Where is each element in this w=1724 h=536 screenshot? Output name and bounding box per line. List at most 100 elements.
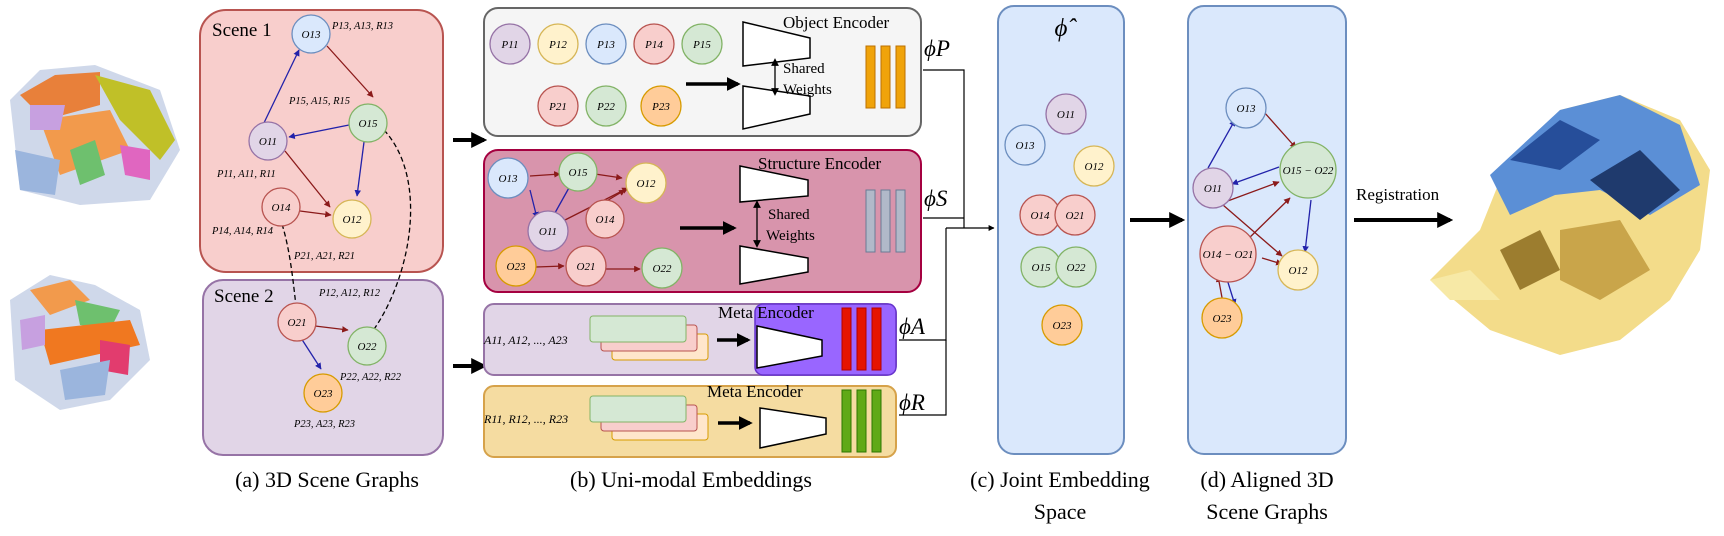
joint-embedding-nodes: O11 O13 O12 O14 O21 O15 O22 O23 (1004, 93, 1115, 346)
meta-r-feature-cards (589, 395, 709, 441)
graph-node: O14 (1019, 194, 1061, 236)
edge-label: P15, A15, R15 (288, 96, 350, 107)
structure-graph-nodes: O13 O15 O12 O11 O14 O23 O21 O22 (487, 152, 683, 289)
shared-weights-label: Weights (783, 82, 832, 98)
graph-node: O23 (1041, 304, 1083, 346)
graph-node: P11 (489, 23, 531, 65)
edge-label: P11, A11, R11 (216, 169, 276, 180)
meta-encoder-a-title: Meta Encoder (718, 303, 814, 322)
svg-text:O22: O22 (1067, 262, 1086, 274)
graph-node: O21 (277, 302, 317, 342)
svg-text:O14: O14 (1031, 210, 1050, 222)
graph-node: O15 (348, 103, 388, 143)
meta-encoder-r-input: R11, R12, ..., R23 (483, 412, 568, 426)
svg-text:O23: O23 (1053, 320, 1072, 332)
scene2-edge-labels: P12, A12, R12 P22, A22, R22 P23, A23, R2… (293, 288, 402, 430)
encoder-trapezoid (742, 21, 811, 67)
graph-node: O11 (248, 121, 288, 161)
graph-node: P21 (537, 85, 579, 127)
encoder-trapezoid (739, 245, 809, 285)
scene2-box (202, 279, 444, 456)
caption-d-line1: (d) Aligned 3D (1200, 467, 1333, 492)
object-embedding-bars (865, 45, 906, 109)
registered-point-cloud-image (1430, 95, 1710, 355)
meta-encoder-r-title: Meta Encoder (707, 382, 803, 401)
graph-node: O14 (261, 187, 301, 227)
caption-b: (b) Uni-modal Embeddings (570, 467, 812, 492)
svg-text:P22: P22 (596, 101, 615, 113)
svg-text:O14: O14 (596, 214, 615, 226)
svg-text:P15: P15 (692, 39, 711, 51)
svg-text:O14: O14 (272, 202, 291, 214)
graph-node: O12 (625, 162, 667, 204)
svg-text:O22: O22 (358, 341, 377, 353)
graph-node: O12 (1073, 145, 1115, 187)
graph-node: O13 (1004, 124, 1046, 166)
graph-node: O15 − O22 (1279, 141, 1337, 199)
edge-label: P13, A13, R13 (331, 21, 393, 32)
structure-embedding-label: ϕS (924, 186, 948, 211)
edge-label: P21, A21, R21 (293, 251, 355, 262)
meta-r-embedding-label: ϕR (899, 390, 925, 415)
svg-text:P12: P12 (548, 39, 567, 51)
graph-node: O13 (291, 14, 331, 54)
svg-text:P14: P14 (644, 39, 663, 51)
object-embedding-label: ϕP (924, 36, 950, 61)
graph-node: O22 (641, 247, 683, 289)
graph-node: O23 (495, 245, 537, 287)
meta-r-embedding-bars (841, 389, 882, 453)
svg-text:O15: O15 (569, 167, 588, 179)
scene1-point-cloud-image (10, 65, 180, 205)
caption-a: (a) 3D Scene Graphs (235, 467, 419, 492)
svg-text:O12: O12 (343, 214, 362, 226)
caption-c-line2: Space (1034, 499, 1087, 524)
graph-node: O23 (303, 373, 343, 413)
edge-label: P23, A23, R23 (293, 419, 355, 430)
svg-text:P11: P11 (501, 39, 519, 51)
registration-label: Registration (1356, 185, 1440, 204)
svg-text:P13: P13 (596, 39, 615, 51)
caption-c-line1: (c) Joint Embedding (970, 467, 1150, 492)
graph-node: O23 (1201, 297, 1243, 339)
edge-label: P12, A12, R12 (318, 288, 381, 299)
encoder-trapezoid (756, 325, 823, 369)
svg-text:O13: O13 (1016, 140, 1035, 152)
shared-weights-label: Shared (783, 61, 825, 77)
graph-node: O21 (1054, 194, 1096, 236)
graph-node: O11 (1192, 167, 1234, 209)
scene2-point-cloud-image (10, 275, 150, 410)
svg-text:O15: O15 (1032, 262, 1051, 274)
svg-text:O13: O13 (499, 173, 518, 185)
scene1-box (199, 9, 444, 273)
svg-text:O22: O22 (653, 263, 672, 275)
caption-d-line2: Scene Graphs (1206, 499, 1328, 524)
svg-text:O21: O21 (1066, 210, 1085, 222)
encoder-trapezoid (759, 407, 827, 449)
aligned-graphs-box (1187, 5, 1347, 455)
svg-text:O11: O11 (539, 226, 557, 238)
svg-text:O21: O21 (288, 317, 307, 329)
svg-text:P23: P23 (651, 101, 670, 113)
graph-node: O13 (487, 157, 529, 199)
encoder-trapezoid (739, 165, 809, 203)
svg-text:O23: O23 (507, 261, 526, 273)
object-encoder-input-nodes: P11 P12 P13 P14 P15 P21 P22 P23 (489, 23, 723, 127)
scene1-edges (261, 45, 412, 370)
svg-text:O13: O13 (1237, 103, 1256, 115)
svg-text:P21: P21 (548, 101, 567, 113)
encoder-trapezoid (742, 85, 811, 130)
svg-text:O15 − O22: O15 − O22 (1283, 165, 1334, 177)
svg-text:O12: O12 (1289, 265, 1308, 277)
scene2-nodes: O21 O22 O23 (277, 302, 387, 413)
scene1-nodes: O13 O15 O11 O14 O12 (248, 14, 388, 239)
svg-text:O23: O23 (1213, 313, 1232, 325)
svg-text:O12: O12 (1085, 161, 1104, 173)
graph-node: P13 (585, 23, 627, 65)
graph-node: P23 (640, 85, 682, 127)
graph-node: O15 (1020, 246, 1062, 288)
shared-weights-label: Weights (766, 228, 815, 244)
meta-a-embedding-bars (841, 307, 882, 371)
svg-text:O11: O11 (1057, 109, 1075, 121)
structure-embedding-bars (865, 189, 906, 253)
